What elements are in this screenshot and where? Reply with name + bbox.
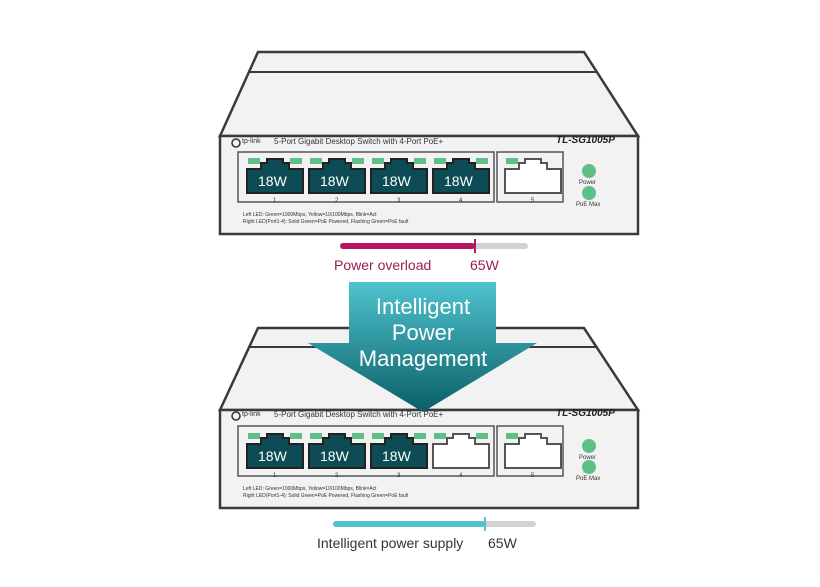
power-led [582, 164, 596, 178]
poe-port-group-box [237, 151, 495, 203]
ethernet-port-3 [370, 158, 428, 194]
port-number-4: 4 [459, 473, 463, 479]
uplink-port-box [496, 425, 564, 477]
top-power-label: Power [579, 180, 597, 186]
ethernet-port-5 [504, 433, 562, 469]
uplink-port-box [496, 151, 564, 203]
port-led-left [248, 433, 260, 439]
top-meter-limit-label: 65W [470, 257, 499, 273]
poe-max-led [582, 460, 596, 474]
ethernet-port-2 [308, 158, 366, 194]
top-power-meter [340, 239, 528, 253]
top-led-note-2: Right LED(Port1-4): Solid Green=PoE Powe… [243, 219, 409, 225]
bottom-power-label: Power [579, 455, 597, 461]
bottom-meter-caption: Intelligent power supply [317, 535, 464, 551]
arrow-label-line-1: Intelligent [375, 294, 471, 319]
top-switch: tp-link 5-Port Gigabit Desktop Switch wi… [0, 0, 820, 240]
ethernet-port-2 [308, 433, 366, 469]
poe-max-led [582, 186, 596, 200]
port-number-2: 2 [335, 473, 339, 479]
port-number-1: 1 [273, 473, 277, 479]
port-1-power-label: 18W [258, 448, 287, 464]
bottom-description-label: 5-Port Gigabit Desktop Switch with 4-Por… [274, 410, 444, 419]
port-2-power-label: 18W [320, 448, 349, 464]
port-led-right [414, 433, 426, 439]
port-led-left [310, 433, 322, 439]
port-led-right [414, 158, 426, 164]
power-led [582, 439, 596, 453]
port-led-right [352, 158, 364, 164]
port-led-left [310, 158, 322, 164]
top-meter-marker [474, 239, 477, 253]
port-led-right [476, 158, 488, 164]
bottom-led-note-1: Left LED: Green=1000Mbps, Yellow=10/100M… [243, 486, 377, 492]
arrow-label-line-3: Management [358, 346, 488, 371]
bottom-meter-fill [333, 521, 486, 527]
port-number-4: 4 [459, 198, 463, 204]
port-led-right [476, 433, 488, 439]
port-led-left [434, 433, 446, 439]
tp-link-logo-icon [231, 138, 241, 148]
bottom-led-note-2: Right LED(Port1-4): Solid Green=PoE Powe… [243, 493, 409, 499]
top-description-label: 5-Port Gigabit Desktop Switch with 4-Por… [274, 137, 444, 146]
bottom-ports [246, 433, 562, 469]
port-4-power-label: 18W [444, 173, 473, 189]
ethernet-port-4 [432, 158, 490, 194]
port-number-1: 1 [273, 198, 277, 204]
poe-port-group-box [237, 425, 495, 477]
top-switch-drawing [218, 50, 641, 236]
bottom-meter-marker [484, 517, 487, 531]
port-led-right [290, 433, 302, 439]
port-1-power-label: 18W [258, 173, 287, 189]
bottom-power-meter [333, 517, 536, 531]
port-led-left [248, 158, 260, 164]
bottom-meter-limit-label: 65W [488, 535, 517, 551]
port-number-3: 3 [397, 198, 401, 204]
arrow-label-line-2: Power [391, 320, 455, 345]
top-model-label: TL-SG1005P [556, 135, 615, 146]
ethernet-port-5 [504, 158, 562, 194]
top-ports [246, 158, 562, 194]
port-led-left [372, 158, 384, 164]
port-2-power-label: 18W [320, 173, 349, 189]
bottom-brand-label: tp-link [242, 411, 261, 418]
top-brand-label: tp-link [242, 138, 261, 145]
port-led-left [372, 433, 384, 439]
ethernet-port-4 [432, 433, 490, 469]
arrow-label: Intelligent Power Management [323, 294, 523, 372]
top-led-note-1: Left LED: Green=1000Mbps, Yellow=10/100M… [243, 212, 377, 218]
top-meter-caption: Power overload [334, 257, 432, 273]
port-led-right [290, 158, 302, 164]
bottom-model-label: TL-SG1005P [556, 408, 615, 419]
ethernet-port-1 [246, 158, 304, 194]
port-number-5: 5 [531, 473, 535, 479]
port-3-power-label: 18W [382, 173, 411, 189]
port-led-left [506, 433, 518, 439]
port-number-3: 3 [397, 473, 401, 479]
top-meter-fill [340, 243, 476, 249]
port-led-left [434, 158, 446, 164]
port-led-right [352, 433, 364, 439]
port-number-5: 5 [531, 198, 535, 204]
port-led-left [506, 158, 518, 164]
port-3-power-label: 18W [382, 448, 411, 464]
ethernet-port-1 [246, 433, 304, 469]
top-poe-max-label: PoE Max [576, 202, 601, 208]
ethernet-port-3 [370, 433, 428, 469]
tp-link-logo-icon [231, 411, 241, 421]
port-number-2: 2 [335, 198, 339, 204]
bottom-poe-max-label: PoE Max [576, 476, 601, 482]
